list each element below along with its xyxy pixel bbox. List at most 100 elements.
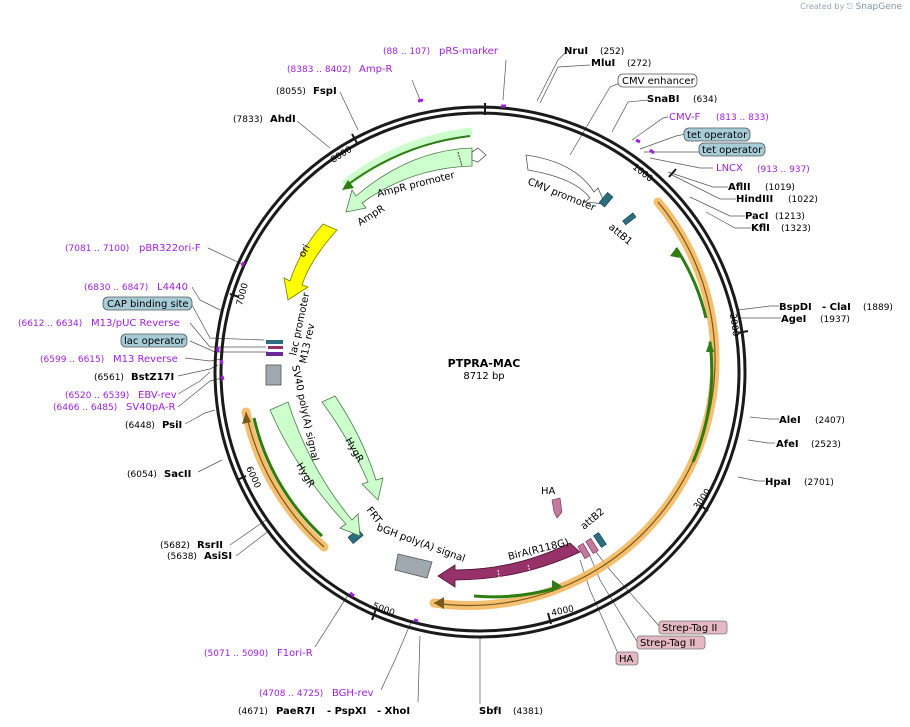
primer-cmv-f: CMV-F <box>669 112 700 123</box>
primer-lncx: LNCX <box>716 163 743 174</box>
credit-prefix: Created by <box>800 2 845 11</box>
enzyme-nrui-pos: (252) <box>600 47 624 57</box>
enzyme-mlui: MluI <box>591 58 615 69</box>
tet-operator-box-1 <box>683 127 751 142</box>
tet-operator-label-1: tet operator <box>687 130 748 141</box>
backbone-inner <box>219 111 741 633</box>
orf-arrow-left <box>242 412 251 424</box>
enzyme-alei: AleI <box>779 415 801 426</box>
enzyme-kfli: KflI <box>751 223 770 234</box>
enzyme-fspi: FspI <box>313 86 337 97</box>
cap-site-shape <box>266 352 283 356</box>
backbone-outer <box>213 105 747 639</box>
bira-arrow <box>437 542 581 588</box>
enzyme-paer7i-pos: (4671) <box>238 707 268 717</box>
enzyme-hpai-pos: (2701) <box>804 478 834 488</box>
enzyme-psii-pos: (6448) <box>125 421 155 431</box>
strep-tag-1 <box>577 543 591 559</box>
lac-operator-shape <box>268 346 283 349</box>
feature-bgh-polya: bGH poly(A) signal <box>375 522 466 564</box>
primer-ebv-rev-pos: (6520 .. 6539) <box>65 391 129 401</box>
enzyme-xhoi: - XhoI <box>377 706 410 717</box>
m13rev-shape <box>266 340 283 344</box>
primer-amp-r-pos: (8383 .. 8402) <box>287 65 351 75</box>
enzyme-ahdi-pos: (7833) <box>233 115 263 125</box>
ruler <box>229 133 749 625</box>
hygr-arrow-1 <box>321 395 384 501</box>
ruler-label-4000: 4000 <box>551 604 576 619</box>
primer-sv40pa-r-pos: (6466 .. 6485) <box>53 403 117 413</box>
orf-line-left <box>245 411 325 548</box>
primer-ebv-rev: EBV-rev <box>138 390 177 401</box>
ampr-promoter-arrow <box>471 147 487 163</box>
strep-tag-label-1: Strep-Tag II <box>662 623 717 634</box>
enzyme-sbfi: SbfI <box>479 706 501 717</box>
bgh-polya-shape <box>394 553 433 579</box>
primer-m13-reverse-pos: (6599 .. 6615) <box>40 355 104 365</box>
snapgene-logo-icon: ⎋ <box>846 2 854 11</box>
primer-sv40pa-r: SV40pA-R <box>126 402 175 413</box>
cap-binding-site-label: CAP binding site <box>107 299 189 310</box>
primer-f1ori-r: F1ori-R <box>277 648 313 659</box>
cmv-enhancer-label: CMV enhancer <box>622 76 696 87</box>
tet-operator-label-2: tet operator <box>702 145 763 156</box>
primer-m13-puc-reverse-pos: (6612 .. 6634) <box>18 319 82 329</box>
enzyme-ahdi: AhdI <box>270 114 296 125</box>
enzyme-nrui: NruI <box>564 46 588 57</box>
feature-ori: ori <box>297 243 313 260</box>
enzyme-afei: AfeI <box>776 439 799 450</box>
enzyme-asisi: AsiSI <box>204 551 232 562</box>
primer-m13-puc-reverse: M13/pUC Reverse <box>91 318 180 329</box>
enzyme-aflii-pos: (1019) <box>765 183 795 193</box>
enzyme-hindiii: HindIII <box>736 194 773 205</box>
enzyme-rsrii-pos: (5682) <box>160 541 190 551</box>
tet-operator-box-2 <box>698 142 766 157</box>
enzyme-hindiii-pos: (1022) <box>788 195 818 205</box>
enzyme-clai: - ClaI <box>822 302 851 313</box>
enzyme-kfli-pos: (1323) <box>781 224 811 234</box>
enzyme-sbfi-pos: (4381) <box>513 707 543 717</box>
enzyme-asisi-pos: (5638) <box>167 552 197 562</box>
ampr-outer-band <box>341 127 473 189</box>
ruler-label-2000: 2000 <box>727 313 740 337</box>
snapgene-credit: Created by ⎋ SnapGene <box>800 2 902 12</box>
plasmid-name: PTPRA-MAC <box>448 357 521 370</box>
sv40-polya-shape <box>265 364 282 386</box>
primer-prs-marker: pRS-marker <box>439 46 499 57</box>
primer-pbr322ori-f: pBR322ori-F <box>139 243 201 254</box>
enzyme-alei-pos: (2407) <box>815 416 845 426</box>
primer-l4440: L4440 <box>157 282 188 293</box>
credit-brand: SnapGene <box>855 2 902 12</box>
enzyme-afei-pos: (2523) <box>811 440 841 450</box>
primer-m13-reverse: M13 Reverse <box>113 354 178 365</box>
enzyme-bspdi: BspDI <box>779 302 812 313</box>
primer-l4440-pos: (6830 .. 6847) <box>84 283 148 293</box>
primer-amp-r: Amp-R <box>359 64 393 75</box>
hygr-arrow-2 <box>269 401 361 537</box>
feature-attb2: attB2 <box>579 506 607 532</box>
primer-pbr322ori-f-pos: (7081 .. 7100) <box>65 244 129 254</box>
primer-prs-marker-pos: (88 .. 107) <box>383 47 430 57</box>
enzyme-mlui-pos: (272) <box>627 59 651 69</box>
primer-bgh-rev: BGH-rev <box>332 688 374 699</box>
enzyme-bstz17i: BstZ17I <box>131 372 174 383</box>
lac-operator-box <box>120 333 188 348</box>
strep-tag-label-2: Strep-Tag II <box>640 638 695 649</box>
ha-tag-shape <box>551 497 563 519</box>
attb1-site-2 <box>622 212 637 226</box>
enzyme-pspxi: - PspXI <box>327 706 366 717</box>
enzyme-snabi-pos: (634) <box>693 95 717 105</box>
orf-arrow-right <box>434 597 444 609</box>
primer-bgh-rev-pos: (4708 .. 4725) <box>259 689 323 699</box>
orf-inner-2 <box>691 341 714 463</box>
feature-ha: HA <box>541 486 556 497</box>
strep-tag-box-2 <box>636 635 706 650</box>
ha-box-label: HA <box>619 654 634 665</box>
attb1-site <box>598 192 614 208</box>
ha-box <box>615 651 639 666</box>
enzyme-bspdi-pos: (1889) <box>863 303 893 313</box>
strep-tag-box-1 <box>658 620 728 635</box>
orf-inner-3 <box>473 586 557 599</box>
ori-arrow <box>283 223 338 301</box>
